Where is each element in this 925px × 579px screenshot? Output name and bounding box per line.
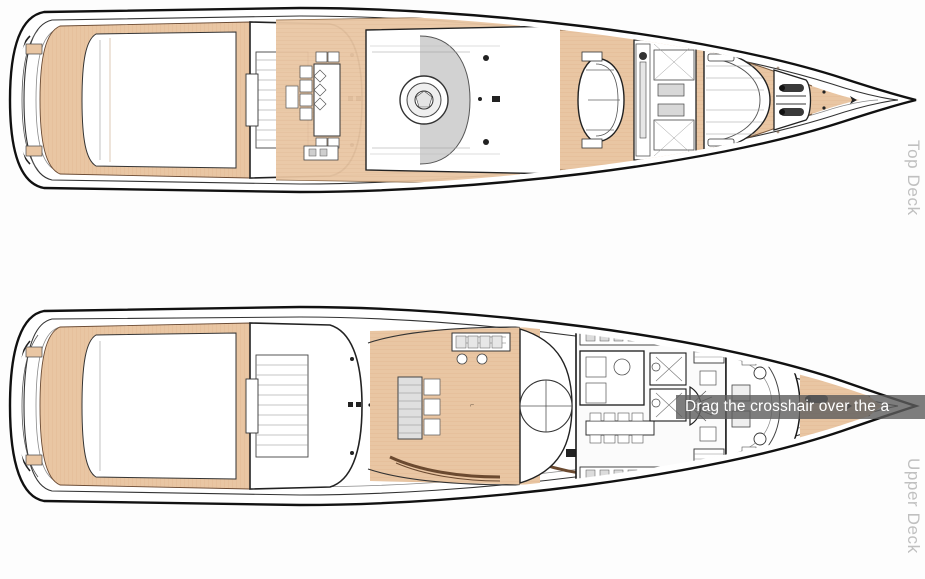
crosshair-hint-text: Drag the crosshair over the a <box>685 398 890 415</box>
foredeck-teak-top <box>559 29 860 171</box>
top-deck-plan[interactable] <box>0 0 925 200</box>
upper-deck-label: Upper Deck <box>904 458 923 554</box>
crosshair-hint-tooltip: Drag the crosshair over the a <box>676 395 925 419</box>
sky-lounge-top <box>365 25 597 175</box>
upper-deck-drawing: ⌐ <box>8 305 920 507</box>
top-deck-drawing <box>8 6 917 194</box>
tender-upper <box>626 367 666 445</box>
bow-sunpad-top <box>703 47 771 153</box>
aft-teak-deck-upper <box>39 322 251 490</box>
stairway-upper <box>245 354 309 458</box>
dining-table-top <box>285 51 341 149</box>
svg-text:⌐: ⌐ <box>470 402 474 409</box>
main-salon-upper <box>519 328 602 484</box>
anchor-windlass-top <box>773 69 812 131</box>
superstructure-upper <box>245 322 372 490</box>
upper-deck-plan[interactable]: ⌐ <box>0 297 925 515</box>
interior-dining-upper <box>585 412 655 444</box>
aft-settee-upper <box>451 332 511 365</box>
aft-teak-deck-top <box>39 21 251 179</box>
aft-sofa-upper <box>397 376 441 440</box>
top-deck-label: Top Deck <box>904 140 923 216</box>
tender-top <box>577 51 625 149</box>
top-deck-interior <box>18 15 860 185</box>
foredeck-seating-top <box>633 39 697 161</box>
